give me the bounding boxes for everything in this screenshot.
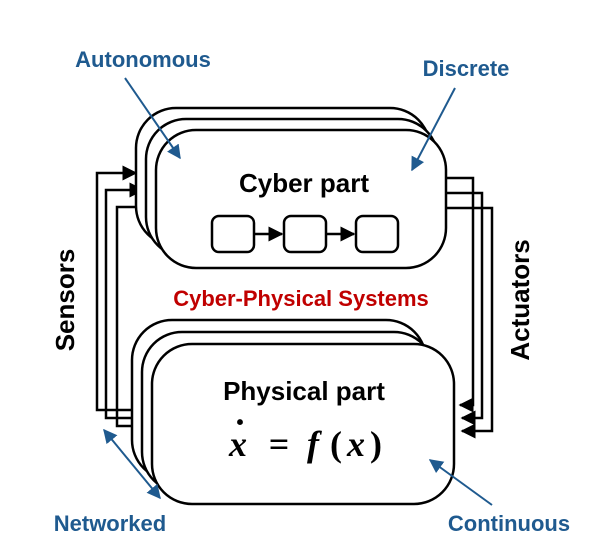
cyber-state-machine (210, 214, 400, 254)
actuator-line-2 (438, 191, 484, 426)
autonomous-label: Autonomous (75, 47, 211, 72)
state-box-1 (210, 214, 256, 254)
networked-arrow (103, 428, 161, 500)
continuous-label: Continuous (448, 511, 570, 536)
equation-lhs: x (228, 424, 247, 464)
actuator-line-3 (446, 206, 494, 439)
physical-box (150, 342, 456, 506)
autonomous-arrow (124, 77, 181, 160)
actuators-label: Actuators (505, 239, 535, 360)
discrete-arrow (411, 87, 456, 172)
equation-lparen: ( (330, 424, 342, 464)
sensors-label: Sensors (50, 249, 80, 352)
equation-arg: x (346, 424, 365, 464)
physical-equation: x · = f ( x ) (228, 402, 382, 464)
continuous-arrow (428, 459, 493, 506)
actuator-lines (430, 176, 494, 439)
equation-equals: = (269, 424, 290, 464)
equation-dot: · (234, 402, 246, 442)
equation-func: f (307, 424, 322, 464)
sensor-line-1 (95, 165, 138, 412)
state-box-2 (282, 214, 328, 254)
discrete-label: Discrete (423, 56, 510, 81)
physical-stack (130, 318, 456, 506)
cyber-part-label: Cyber part (239, 168, 369, 198)
cps-title: Cyber-Physical Systems (173, 286, 429, 311)
annotation-arrows (103, 77, 493, 506)
actuator-line-1 (430, 176, 475, 413)
state-box-3 (354, 214, 400, 254)
equation-rparen: ) (370, 424, 382, 464)
physical-part-label: Physical part (223, 376, 385, 406)
sensor-line-2 (104, 182, 145, 420)
networked-label: Networked (54, 511, 166, 536)
